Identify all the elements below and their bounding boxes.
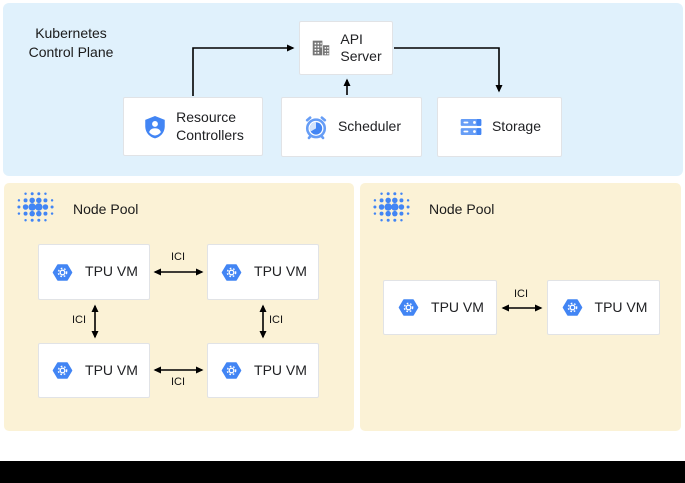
scheduler-node: Scheduler — [281, 97, 422, 157]
ici-link-label: ICI — [513, 288, 529, 300]
node-pool-label: Node Pool — [429, 201, 495, 217]
tpu-vm-node: TPU VM — [207, 343, 319, 398]
tpu-hexagon-icon — [396, 296, 421, 319]
alarm-clock-icon — [302, 113, 330, 141]
tpu-vm-label: TPU VM — [85, 361, 138, 378]
ici-link-label: ICI — [269, 314, 284, 326]
node-pool-header: Node Pool — [14, 189, 138, 229]
tpu-hexagon-icon — [50, 359, 75, 382]
ici-link-label: ICI — [170, 376, 186, 388]
tpu-vm-label: TPU VM — [254, 263, 307, 280]
tpu-hexagon-icon — [560, 296, 585, 319]
tpu-vm-label: TPU VM — [254, 361, 307, 378]
tpu-hexagon-icon — [219, 359, 244, 382]
node-pool-header: Node Pool — [370, 189, 494, 229]
ici-link-label: ICI — [71, 314, 86, 326]
control-plane-title: Kubernetes Control Plane — [28, 25, 114, 60]
tpu-vm-node: TPU VM — [547, 280, 660, 335]
tpu-hexagon-icon — [50, 261, 75, 284]
api-server-label: API Server — [340, 30, 382, 65]
resource-controllers-label: Resource Controllers — [176, 109, 244, 143]
tpu-vm-label: TPU VM — [431, 298, 484, 315]
tpu-vm-label: TPU VM — [85, 263, 138, 280]
ici-link-label: ICI — [170, 251, 186, 263]
tpu-vm-node: TPU VM — [38, 343, 150, 398]
bottom-black-bar — [0, 461, 685, 483]
storage-node: Storage — [437, 97, 562, 157]
tpu-vm-node: TPU VM — [38, 244, 150, 300]
storage-disks-icon — [458, 114, 484, 140]
tpu-hexagon-icon — [219, 261, 244, 284]
shield-user-icon — [142, 114, 168, 140]
tpu-vm-node: TPU VM — [207, 244, 319, 300]
scheduler-label: Scheduler — [337, 118, 402, 135]
storage-label: Storage — [491, 118, 542, 135]
resource-controllers-node: Resource Controllers — [123, 97, 263, 156]
building-icon — [310, 37, 332, 59]
node-pool-dots-icon — [370, 189, 413, 230]
tpu-vm-node: TPU VM — [383, 280, 497, 335]
node-pool-dots-icon — [14, 189, 57, 230]
node-pool-label: Node Pool — [73, 201, 139, 217]
api-server-node: API Server — [299, 21, 393, 75]
tpu-vm-label: TPU VM — [594, 298, 648, 315]
